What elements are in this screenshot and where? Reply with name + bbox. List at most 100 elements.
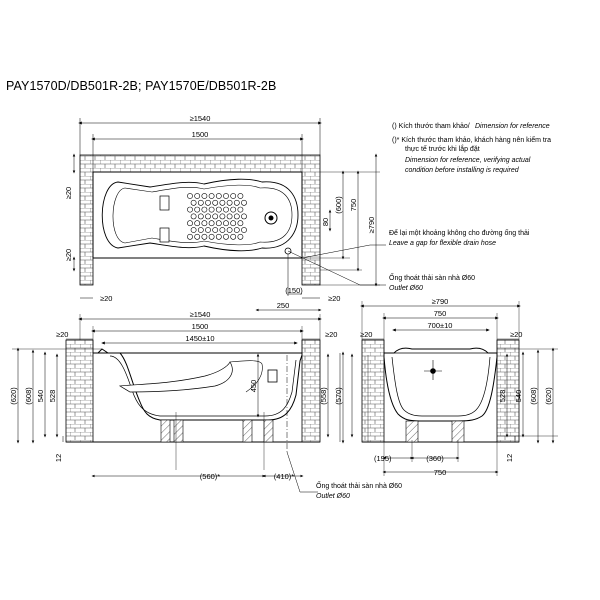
front-outlet-en: Outlet Ø60 [316,493,350,500]
front-view: ≥1540 1500 1450±10 ≥20 ≥20 (620) (608) 5… [9,310,402,500]
anti-slip-dot [190,213,197,220]
note-outlet-en: Outlet Ø60 [389,285,423,292]
side-leg-1 [405,420,419,443]
note-paren-en: Dimension for reference [475,123,550,130]
plan-dim-150: (150) [285,286,303,295]
anti-slip-dot [215,206,222,213]
anti-slip-dot [197,199,204,206]
anti-slip-dot [194,206,201,213]
front-height-12: 12 [54,454,63,462]
anti-slip-dot [215,193,222,199]
front-tub-skirt [229,360,263,393]
front-dim-560: (560)* [200,472,221,481]
anti-slip-dot [223,220,229,227]
anti-slip-dot [187,206,193,213]
plan-dim-250: 250 [277,301,290,310]
anti-slip-dot [233,199,240,206]
anti-slip-dot [212,227,219,233]
note-gap-vi: Để lại một khoảng không cho đường ống th… [389,228,530,237]
anti-slip-dot [201,233,208,240]
plan-gap-bottom: ≥20 [64,249,73,261]
anti-slip-dot [241,213,247,220]
front-leg-4 [263,419,274,443]
front-outlet-vi: Ống thoát thải sàn nhà Ø60 [316,480,402,490]
front-tub-inner [109,355,297,417]
front-height-528: 528 [48,390,57,403]
front-height-620: (620) [9,387,18,405]
plan-tub-basin-inner [112,184,293,246]
front-width-1450: 1450±10 [185,334,214,343]
side-width-700: 700±10 [428,321,453,330]
anti-slip-dot [237,233,244,240]
plan-pillow-bottom [159,227,170,243]
plan-depth-600: (600) [334,196,343,214]
anti-slip-dot [226,227,233,233]
note-paren-vi: () Kích thước tham khảo/ [392,123,470,130]
side-tub-body [383,347,498,422]
note-star-en-2: condition before installing is required [405,167,520,174]
anti-slip-dot [212,199,219,206]
plan-depth-790: ≥790 [367,217,376,234]
anti-slip-dot [208,206,215,213]
front-depth-450: 450 [249,380,258,393]
front-height-540: 540 [36,390,45,403]
side-view: ≥790 750 700±10 ≥20 ≥20 528 540 (608) [339,297,558,477]
anti-slip-dot [219,227,226,233]
anti-slip-dot [208,220,215,227]
note-star-2: thực tế trước khi lắp đặt [405,144,480,153]
side-height-528: 528 [498,390,507,403]
anti-slip-dot [194,220,201,227]
side-gap-right: ≥20 [510,330,522,339]
plan-width-1540: ≥1540 [190,114,211,123]
plan-gap-right: ≥20 [328,294,340,303]
anti-slip-dot [187,193,193,199]
anti-slip-dot [237,206,244,213]
anti-slip-dot [223,206,229,213]
anti-slip-dot [187,220,193,227]
side-width-750: 750 [434,309,447,318]
side-wall-left [361,339,385,443]
side-dim-360: (360) [426,454,444,463]
side-tub-inner [391,356,491,417]
anti-slip-dot [226,199,233,206]
anti-slip-dot [215,220,222,227]
plan-pillow-top [159,195,170,211]
side-leg-2 [451,420,465,443]
anti-slip-dot [230,193,237,199]
anti-slip-dot [201,220,208,227]
anti-slip-dot [205,227,211,233]
side-height-608: (608) [529,387,538,405]
anti-slip-dot [241,227,247,233]
anti-slip-dot [190,227,197,233]
anti-slip-dot [223,233,229,240]
front-height-570: (570) [334,387,343,405]
plan-drain-center [268,215,274,221]
anti-slip-dot [237,193,244,199]
anti-slip-dot [190,199,197,206]
front-wall-right [301,339,321,443]
front-width-1540: ≥1540 [190,310,211,319]
anti-slip-dot [194,233,201,240]
plan-floor-hatch [80,270,320,285]
plan-anti-slip-dots [187,193,247,240]
plan-gap-top: ≥20 [64,187,73,199]
anti-slip-dot [201,193,208,199]
plan-gap-left: ≥20 [100,294,112,303]
plan-depth-750: 750 [349,199,358,212]
drawing-title: PAY1570D/DB501R-2B; PAY1570E/DB501R-2B [6,79,277,93]
anti-slip-dot [215,233,222,240]
front-leg-2 [173,419,184,443]
anti-slip-dot [226,213,233,220]
side-height-620: (620) [544,387,553,405]
front-gap-left: ≥20 [56,330,68,339]
anti-slip-dot [219,199,226,206]
front-leg-3 [242,419,253,443]
plan-view: ≥1540 1500 ≥20 ≥20 ≥20 ≥20 250 (150) (60… [64,114,386,312]
note-star-1: ()* Kích thước tham khảo, khách hàng nên… [392,136,551,144]
anti-slip-dot [197,227,204,233]
front-height-608: (608) [24,387,33,405]
anti-slip-dot [237,220,244,227]
anti-slip-dot [230,233,237,240]
note-star-en-1: Dimension for reference, verifying actua… [405,157,531,164]
